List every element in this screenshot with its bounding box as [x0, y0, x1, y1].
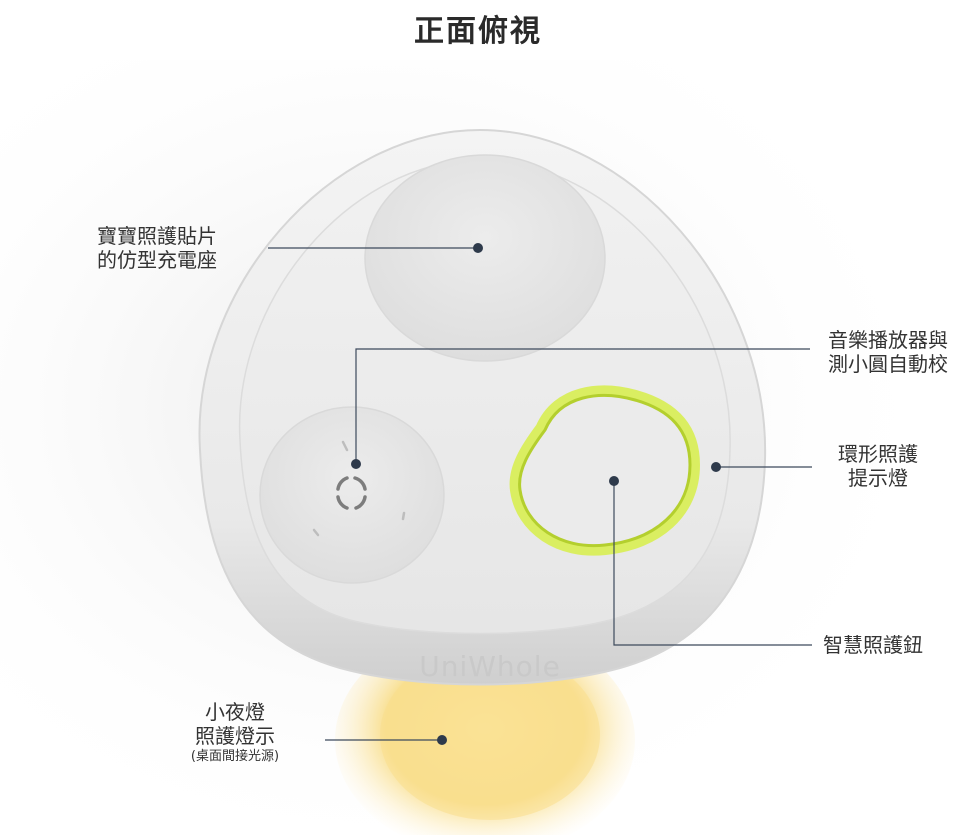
label-patch-charger-line2: 的仿型充電座	[97, 248, 217, 272]
ring-light	[509, 385, 700, 556]
callout-lines	[268, 247, 812, 741]
label-ring-light-line1: 環形照護	[838, 442, 918, 466]
callout-line-smart-button	[613, 481, 812, 646]
callout-dot-smart-button	[609, 476, 619, 486]
label-music-player-line1: 音樂播放器與	[828, 328, 948, 352]
callout-dot-ring-light	[711, 462, 721, 472]
label-music-player-line2: 測小圓自動校	[828, 352, 948, 376]
brand-logo: UniWhole	[419, 650, 561, 683]
device-body: UniWhole	[198, 128, 767, 686]
label-night-light-line2: 照護燈示	[195, 724, 275, 748]
label-night-light-line3: (桌面間接光源)	[190, 749, 280, 764]
label-night-light-line1: 小夜燈	[205, 700, 265, 724]
label-smart-button-line1: 智慧照護鈕	[823, 633, 923, 657]
label-patch-charger: 寶寶照護貼片 的仿型充電座	[97, 224, 217, 272]
label-night-light: 小夜燈 照護燈示 (桌面間接光源)	[170, 700, 300, 766]
callout-dot-music-player	[351, 459, 361, 469]
label-patch-charger-line1: 寶寶照護貼片	[97, 224, 217, 248]
callout-dot-night-light	[437, 735, 447, 745]
callout-line-music-player	[355, 348, 810, 464]
label-ring-light-line2: 提示燈	[848, 466, 908, 490]
patch-charger-pad	[364, 154, 606, 362]
page-title: 正面俯視	[414, 14, 542, 49]
label-music-player: 音樂播放器與 測小圓自動校	[828, 328, 948, 376]
label-ring-light: 環形照護 提示燈	[828, 442, 928, 490]
speaker-pad	[259, 406, 445, 584]
label-smart-button: 智慧照護鈕	[823, 633, 923, 657]
callout-dots	[351, 243, 721, 745]
callout-dot-patch-charger	[473, 243, 483, 253]
